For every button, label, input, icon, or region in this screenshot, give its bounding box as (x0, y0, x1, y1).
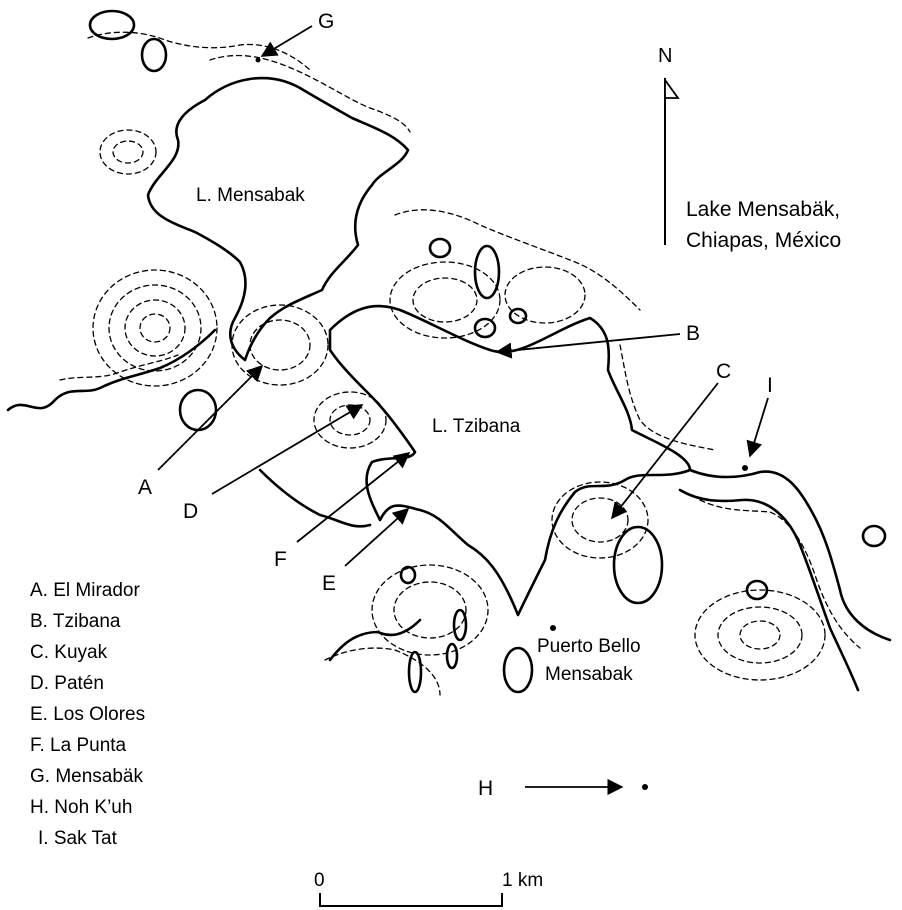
contour-line (108, 284, 202, 372)
contour-line (717, 606, 803, 664)
contour-line (739, 620, 781, 650)
site-a-pointer (157, 364, 264, 471)
site-d-pointer (211, 404, 364, 495)
legend-item: G. Mensabäk (30, 766, 143, 787)
legend-item: F. La Punta (30, 735, 127, 756)
title-line-1: Lake Mensabäk, (686, 198, 840, 221)
island (612, 525, 664, 605)
contour-line (99, 129, 157, 175)
legend-item: I. Sak Tat (38, 828, 118, 849)
site-e-pointer (344, 507, 410, 567)
scale-end-label: 1 km (502, 870, 543, 891)
island (428, 237, 452, 259)
site-label-d: D (183, 500, 198, 523)
title-line-2: Chiapas, México (686, 229, 841, 252)
legend-item: B. Tzibana (30, 611, 121, 632)
legend-item: C. Kuyak (30, 642, 108, 663)
legend: A. El Mirador B. Tzibana C. Kuyak D. Pat… (30, 580, 145, 849)
contour-line (619, 344, 716, 451)
southwest-shoreline (258, 468, 372, 528)
site-label-b: B (686, 322, 700, 345)
site-pointers: A B C D E F G H I (138, 10, 773, 800)
contours-group (59, 31, 861, 696)
contour-line (699, 499, 861, 649)
contour-line (394, 209, 641, 311)
west-outlet-stream (6, 328, 217, 412)
contour-line (112, 140, 144, 164)
site-label-e: E (322, 572, 336, 595)
island (502, 646, 534, 694)
contour-line (59, 354, 179, 381)
contour-line (209, 54, 411, 133)
place-label-line-1: Puerto Bello (537, 636, 641, 657)
contour-line (504, 266, 586, 324)
island (407, 650, 423, 694)
site-i-pointer (746, 397, 769, 458)
contour-line (694, 589, 826, 681)
site-g-pointer (260, 25, 313, 57)
shoreline-group (6, 76, 892, 692)
island (399, 565, 417, 585)
island (473, 244, 501, 300)
island (745, 579, 769, 601)
contour-line (393, 581, 467, 639)
legend-item: D. Patén (30, 673, 104, 694)
contour-line (124, 299, 186, 357)
lake-mensabak-label: L. Mensabak (196, 185, 305, 206)
island (445, 642, 459, 670)
east-arm-inner-shoreline (678, 488, 860, 692)
site-f-pointer (296, 451, 411, 543)
islands-group (88, 9, 887, 694)
north-label: N (658, 45, 672, 67)
north-arrow: N (658, 45, 680, 245)
site-b-pointer (495, 333, 681, 359)
contour-line (313, 391, 387, 449)
site-label-i: I (767, 374, 773, 397)
site-label-c: C (716, 360, 731, 383)
scale-start-label: 0 (314, 870, 325, 891)
place-label-line-2: Mensabak (545, 664, 633, 685)
south-shoreline (328, 618, 422, 662)
contour-line (551, 481, 649, 559)
contour-line (92, 269, 218, 387)
legend-item: H. Noh K’uh (30, 797, 132, 818)
map-title: Lake Mensabäk, Chiapas, México (686, 198, 841, 252)
site-g-dot (255, 57, 261, 63)
site-i-dot (742, 465, 748, 471)
site-label-f: F (274, 548, 287, 571)
contour-line (231, 304, 329, 386)
contour-line (249, 319, 311, 371)
scale-bar: 0 1 km (314, 870, 543, 907)
island (178, 388, 218, 432)
site-label-h: H (478, 777, 493, 800)
site-label-a: A (138, 476, 152, 499)
site-h-dot (642, 784, 648, 790)
east-arm-shoreline (688, 468, 892, 642)
island (861, 524, 887, 548)
island (452, 608, 468, 642)
site-label-g: G (318, 10, 334, 33)
contour-line (389, 261, 501, 339)
lake-tzibana-label: L. Tzibana (432, 416, 521, 437)
legend-item: E. Los Olores (30, 704, 145, 725)
puerto-bello-dot (550, 625, 556, 631)
lake-mensabak-shoreline (146, 76, 410, 362)
lake-tzibana-shoreline (328, 304, 692, 617)
legend-item: A. El Mirador (30, 580, 140, 601)
contour-line (324, 647, 441, 696)
contour-line (571, 497, 629, 543)
contour-line (139, 313, 171, 343)
site-c-pointer (610, 382, 719, 520)
contour-line (412, 277, 478, 323)
island (473, 317, 497, 339)
contour-line (371, 564, 489, 656)
island (140, 37, 168, 73)
